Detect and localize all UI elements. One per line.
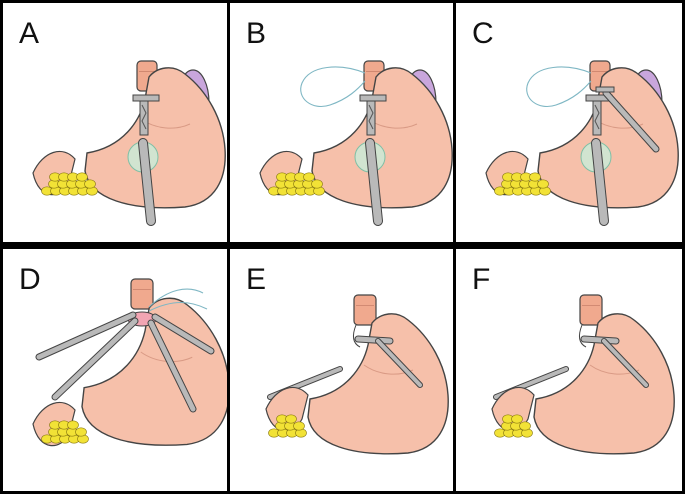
stapler-detail: [141, 104, 147, 130]
fat-globule: [293, 421, 305, 431]
panel-label-d: D: [19, 263, 41, 296]
stapler-head: [585, 94, 613, 136]
instrument-right-lower: [148, 320, 196, 412]
fat-globule: [537, 179, 549, 189]
stomach-body: [533, 313, 675, 455]
fat-globule: [529, 172, 541, 182]
panel-label-a: A: [19, 17, 40, 50]
fat-cluster: [268, 172, 325, 196]
suture-threads: [148, 288, 208, 312]
esophagus: [353, 294, 377, 326]
fat-cluster: [494, 172, 551, 196]
panel-illustration: [491, 294, 675, 455]
clamp-bar: [355, 336, 393, 344]
fat-cluster: [41, 172, 98, 196]
panel-illustration: [32, 278, 227, 447]
fat-globule: [76, 172, 88, 182]
panel-illustration: [485, 60, 679, 226]
instrument-left-lower: [52, 318, 138, 400]
stomach: [84, 67, 226, 209]
stapler-shaft: [592, 139, 608, 225]
panel-c: C: [456, 3, 682, 242]
stomach-body: [84, 67, 226, 209]
stapler-jaw-top: [359, 94, 387, 102]
esophagus: [130, 278, 154, 310]
instrument-right-upper: [152, 314, 214, 354]
stomach-body: [307, 313, 449, 455]
fat-globule: [303, 172, 315, 182]
stapler-detail: [368, 104, 374, 130]
stapler-shaft: [139, 139, 155, 225]
panel-e: E: [230, 249, 453, 491]
fat-globule: [311, 179, 323, 189]
esophagus: [579, 294, 603, 326]
stomach: [307, 313, 449, 455]
fat-globule: [84, 179, 96, 189]
stapler-head: [132, 94, 160, 136]
panel-illustration: [259, 60, 453, 226]
panel-label-e: E: [246, 263, 267, 296]
panel-illustration: [265, 294, 449, 455]
instrument-left-long: [36, 312, 136, 360]
stapler-head: [359, 94, 387, 136]
fat-cluster: [494, 414, 533, 438]
grasper-jaw: [595, 86, 615, 93]
panel-d: D: [3, 249, 227, 491]
panel-label-c: C: [472, 17, 494, 50]
panel-label-f: F: [472, 263, 491, 296]
suture-thread: [300, 66, 366, 107]
stomach: [533, 313, 675, 455]
stapler-detail: [594, 104, 600, 130]
fat-cluster: [41, 420, 89, 444]
grasper-shaft: [603, 90, 659, 152]
anastomosis-line: [352, 324, 361, 348]
instrument-right: [376, 339, 422, 387]
stomach-body: [311, 67, 453, 209]
stomach: [311, 67, 453, 209]
suture-thread: [526, 66, 592, 107]
stapler-shaft: [366, 139, 382, 225]
panel-label-b: B: [246, 17, 267, 50]
clamp-bar: [581, 336, 619, 344]
stapler-jaw-top: [132, 94, 160, 102]
stomach-body: [537, 67, 679, 209]
fat-globule: [511, 414, 523, 424]
fat-cluster: [268, 414, 307, 438]
panel-illustration: [32, 60, 226, 226]
panel-f: F: [456, 249, 682, 491]
anastomosis-line: [578, 324, 587, 348]
panel-a: A: [3, 3, 227, 242]
fat-globule: [75, 427, 87, 437]
instrument-right: [602, 339, 648, 387]
fat-globule: [67, 420, 79, 430]
fat-globule: [285, 414, 297, 424]
fat-globule: [519, 421, 531, 431]
panel-b: B: [230, 3, 453, 242]
